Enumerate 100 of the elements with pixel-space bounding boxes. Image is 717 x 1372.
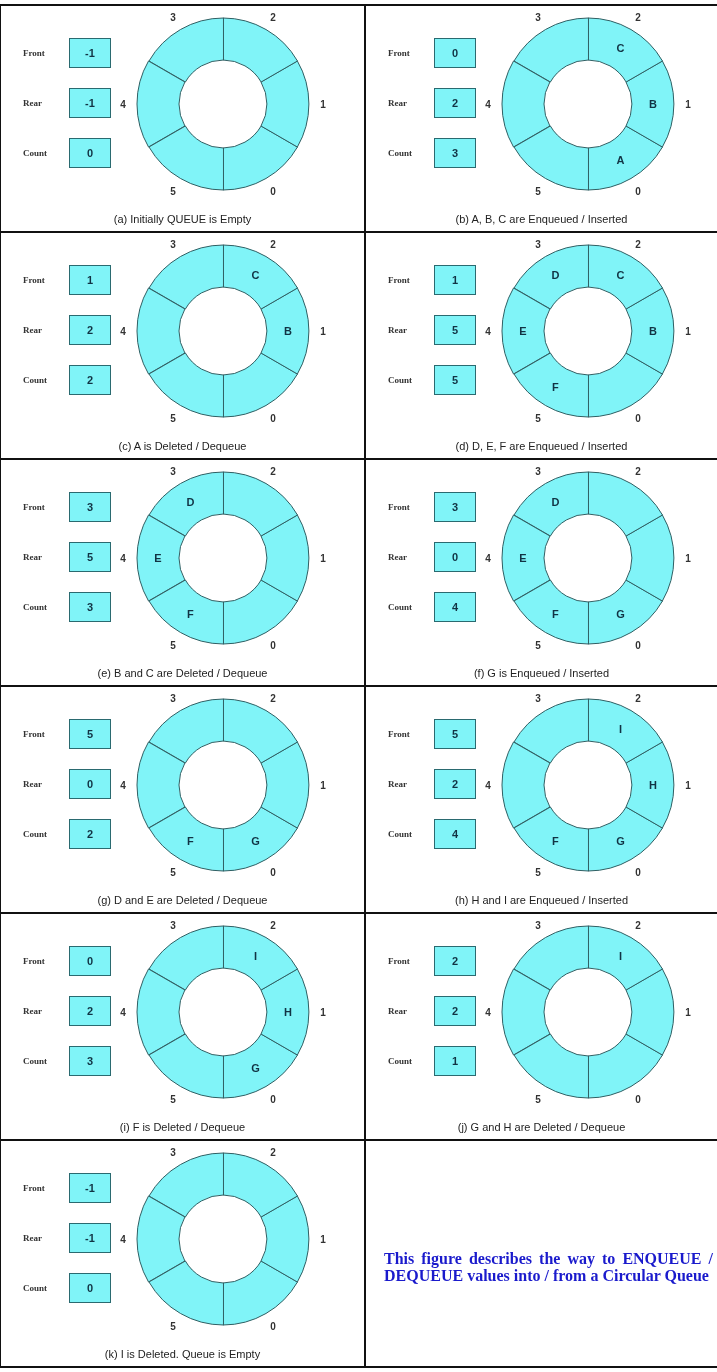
panel-title: (k) I is Deleted. Queue is Empty <box>103 1348 262 1360</box>
slot-value: F <box>187 608 194 621</box>
slot-value: F <box>552 381 559 394</box>
ring-segment <box>136 968 186 1056</box>
register-label: Rear <box>23 778 43 791</box>
register-label: Count <box>23 601 48 614</box>
register-label: Rear <box>388 551 408 564</box>
index-number: 0 <box>270 1093 276 1105</box>
register-value: 2 <box>86 374 94 386</box>
index-number: 5 <box>170 1320 176 1332</box>
value-box <box>69 819 111 849</box>
index-number: 0 <box>635 412 641 424</box>
register-label: Front <box>388 955 411 968</box>
register-value: 4 <box>451 601 459 613</box>
slot-value: D <box>551 495 560 508</box>
value-box <box>69 365 111 395</box>
index-number: 0 <box>270 639 276 651</box>
index-number: 5 <box>170 866 176 878</box>
register-label: Front <box>388 728 411 741</box>
index-number: 2 <box>635 465 641 477</box>
index-number: 3 <box>170 238 176 250</box>
register-value: -1 <box>85 47 95 59</box>
register-value: 3 <box>451 501 459 513</box>
register-value: 3 <box>451 147 459 159</box>
register-label: Count <box>388 828 413 841</box>
register-label: Front <box>23 274 46 287</box>
slot-value: G <box>251 1062 260 1075</box>
index-number: 1 <box>685 325 691 337</box>
slot-value: H <box>284 1006 292 1018</box>
index-number: 3 <box>170 1146 176 1158</box>
value-box <box>69 769 111 799</box>
ring-segment <box>260 514 310 602</box>
register-label: Rear <box>388 324 408 337</box>
register-value: 2 <box>86 324 94 336</box>
slot-value: I <box>618 949 623 962</box>
register-value: 3 <box>86 1055 94 1067</box>
ring-segment <box>136 60 186 148</box>
ring-segment <box>260 287 310 375</box>
panel-title: (j) G and H are Deleted / Dequeue <box>456 1121 627 1133</box>
panel-title: (b) A, B, C are Enqueued / Inserted <box>454 213 629 225</box>
index-number: 0 <box>635 185 641 197</box>
value-box <box>69 996 111 1026</box>
index-number: 5 <box>170 1093 176 1105</box>
index-number: 1 <box>320 1233 326 1245</box>
index-number: 2 <box>270 11 276 23</box>
value-box <box>69 1223 111 1253</box>
register-value: 2 <box>451 1005 459 1017</box>
register-value: 5 <box>451 324 459 336</box>
slot-value: B <box>284 325 292 337</box>
register-value: 2 <box>451 778 459 790</box>
register-value: 4 <box>451 828 459 840</box>
slot-value: H <box>649 779 657 791</box>
index-number: 4 <box>120 98 126 110</box>
ring-segment <box>625 287 675 375</box>
index-number: 0 <box>270 412 276 424</box>
register-value: 2 <box>86 828 94 840</box>
index-number: 3 <box>535 465 541 477</box>
value-box <box>434 315 476 345</box>
value-box <box>69 1173 111 1203</box>
slot-value: G <box>616 608 625 621</box>
index-number: 3 <box>170 465 176 477</box>
register-value: 1 <box>86 274 94 286</box>
index-number: 5 <box>535 412 541 424</box>
slot-value: F <box>552 608 559 621</box>
value-box <box>434 365 476 395</box>
index-number: 2 <box>270 1146 276 1158</box>
register-label: Rear <box>388 97 408 110</box>
register-value: 0 <box>86 1282 94 1294</box>
index-number: 1 <box>685 779 691 791</box>
register-label: Count <box>23 374 48 387</box>
register-label: Count <box>388 601 413 614</box>
value-box <box>434 719 476 749</box>
slot-value: F <box>552 835 559 848</box>
register-value: 0 <box>86 778 94 790</box>
value-box <box>434 819 476 849</box>
register-value: 1 <box>451 1055 459 1067</box>
register-value: 2 <box>86 1005 94 1017</box>
register-value: 2 <box>451 97 459 109</box>
register-label: Rear <box>23 324 43 337</box>
index-number: 4 <box>485 779 491 791</box>
index-number: 2 <box>270 238 276 250</box>
register-label: Front <box>23 501 46 514</box>
register-label: Rear <box>23 1232 43 1245</box>
register-label: Front <box>23 1182 46 1195</box>
slot-value: I <box>253 949 258 962</box>
index-number: 5 <box>170 185 176 197</box>
index-number: 0 <box>635 866 641 878</box>
ring-segment <box>625 514 675 602</box>
panel <box>0 233 366 460</box>
index-number: 0 <box>270 1320 276 1332</box>
ring-segment <box>501 741 551 829</box>
value-box <box>434 138 476 168</box>
index-number: 0 <box>635 639 641 651</box>
value-box <box>69 1273 111 1303</box>
index-number: 2 <box>635 11 641 23</box>
value-box <box>69 719 111 749</box>
ring-segment <box>260 1195 310 1283</box>
panel-title: (a) Initially QUEUE is Empty <box>112 213 253 225</box>
index-number: 3 <box>535 692 541 704</box>
index-number: 4 <box>485 98 491 110</box>
